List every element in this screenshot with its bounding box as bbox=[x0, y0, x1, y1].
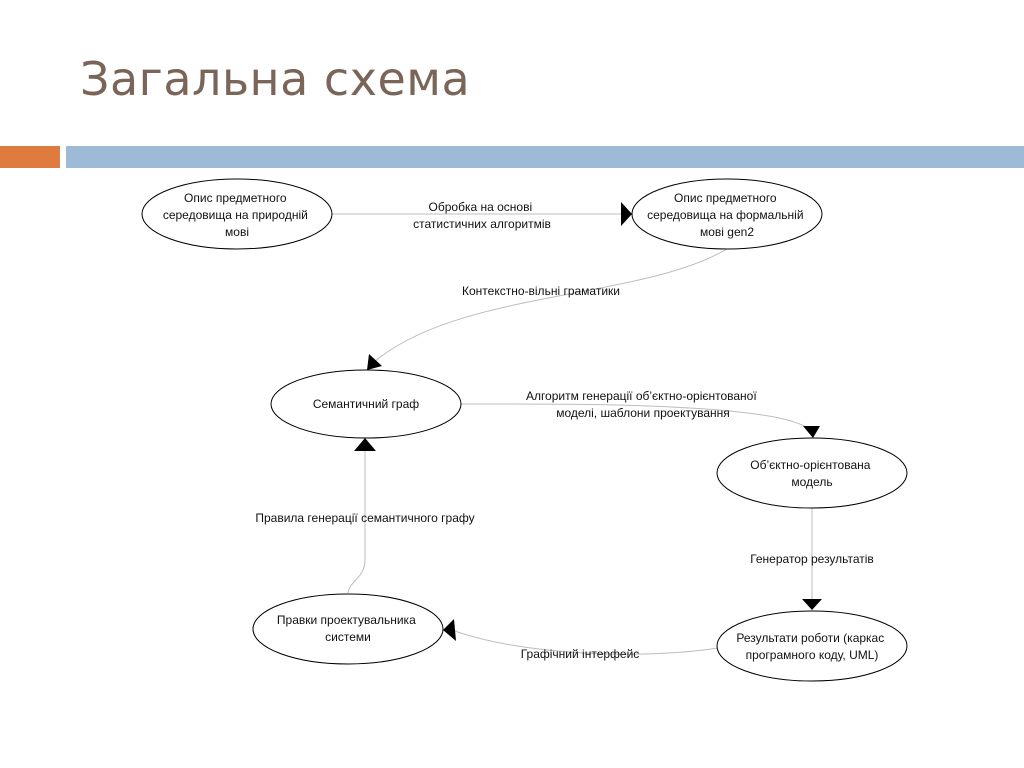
edge-gui bbox=[451, 629, 719, 655]
label-oo-model: Об’єктно-орієнтована модель bbox=[750, 458, 874, 489]
node-designer-edits bbox=[252, 593, 444, 665]
node-results bbox=[716, 610, 908, 682]
arrowhead-generator bbox=[802, 599, 822, 610]
node-natural-language bbox=[141, 178, 333, 250]
arrowhead-statistical bbox=[621, 202, 632, 226]
arrowhead-oo-algorithm bbox=[803, 426, 820, 438]
arrowhead-gui bbox=[443, 619, 456, 641]
label-edge-generator: Генератор результатів bbox=[750, 552, 874, 566]
label-edge-gui: Графічний інтерфейс bbox=[521, 647, 640, 661]
label-edge-statistical: Обробка на основі статистичних алгоритмі… bbox=[413, 200, 551, 231]
arrowhead-graph-rules bbox=[354, 438, 376, 451]
arrowhead-cfg bbox=[367, 354, 382, 370]
label-edge-oo-algorithm: Алгоритм генерації об’єктно-орієнтованої… bbox=[526, 389, 760, 420]
node-formal-language bbox=[631, 178, 823, 250]
label-results: Результати роботи (каркас програмного ко… bbox=[736, 631, 887, 662]
label-edge-graph-rules: Правила генерації семантичного графу bbox=[255, 511, 474, 525]
title-accent-bar bbox=[0, 146, 60, 168]
edge-graph-rules bbox=[347, 450, 366, 594]
edge-oo-algorithm bbox=[460, 403, 811, 431]
label-formal-language: Опис предметного середовища на формальні… bbox=[647, 191, 807, 239]
title-divider-bar bbox=[66, 146, 1024, 168]
label-natural-language: Опис предметного середовища на природній… bbox=[163, 191, 311, 239]
label-designer-edits: Правки проектувальника системи bbox=[277, 613, 419, 644]
label-semantic-graph: Семантичний граф bbox=[313, 397, 419, 411]
node-oo-model bbox=[716, 437, 908, 509]
label-edge-cfg: Контекстно-вільні граматики bbox=[462, 284, 620, 298]
node-semantic-graph bbox=[270, 369, 462, 439]
edge-cfg bbox=[373, 248, 728, 363]
page-title: Загальна схема bbox=[80, 52, 471, 106]
